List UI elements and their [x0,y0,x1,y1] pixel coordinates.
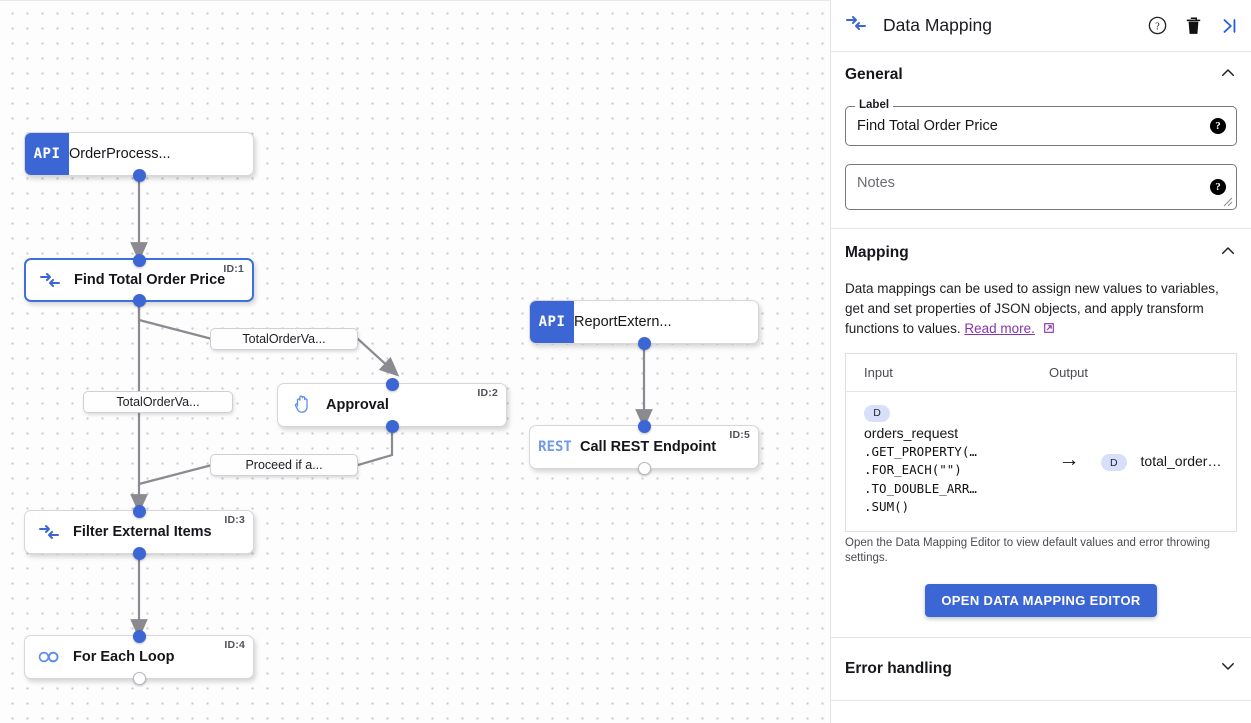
help-icon[interactable]: ? [1147,15,1168,36]
data-mapping-icon [845,14,867,37]
node-label: Find Total Order Price [74,272,226,288]
output-type-badge: D [1100,454,1127,471]
collapse-panel-icon[interactable] [1219,16,1239,36]
label-field-legend: Label [855,99,894,111]
node-port-bottom[interactable] [132,546,146,560]
input-expression: .GET_PROPERTY(… .FOR_EACH("") .TO_DOUBLE… [864,443,1041,517]
error-handling-section: Error handling [831,638,1251,700]
label-field-value: Find Total Order Price [857,118,998,134]
general-section: General Label Find Total Order Price ? N… [831,52,1251,228]
mapping-section-header[interactable]: Mapping [845,229,1237,277]
node-id-tag: ID:3 [224,514,245,526]
node-port-bottom[interactable] [132,168,146,182]
mapping-output-cell: → D total_order… [1041,392,1237,532]
section-divider-1 [831,228,1251,229]
node-port-top[interactable] [385,377,399,391]
notes-field[interactable]: Notes ? [845,164,1237,210]
node-id-tag: ID:5 [729,429,750,441]
output-variable-name: total_order… [1140,452,1222,469]
column-header-output: Output [1041,353,1237,392]
flow-node-filter-external-items[interactable]: Filter External Items ID:3 [24,504,254,560]
properties-panel: Data Mapping ? [830,0,1251,723]
node-label: ReportExtern... [574,314,672,330]
flow-node-for-each-loop[interactable]: For Each Loop ID:4 [24,629,254,685]
data-mapping-icon [25,523,73,541]
general-section-title: General [845,66,903,83]
delete-icon[interactable] [1184,16,1203,36]
edge-label[interactable]: TotalOrderVa... [210,328,358,350]
edge-layer [130,177,653,639]
node-label: Call REST Endpoint [580,439,717,455]
loop-infinity-icon [25,648,73,666]
node-port-bottom[interactable] [385,419,399,433]
expr-line: .GET_PROPERTY(… [864,443,977,459]
rest-badge: REST [538,439,572,455]
error-handling-section-title: Error handling [845,659,952,677]
mapping-description-text: Data mappings can be used to assign new … [845,281,1219,336]
mapping-input-cell: D orders_request .GET_PROPERTY(… .FOR_EA… [846,392,1042,532]
edge-n2-trunk [138,428,394,486]
error-handling-section-header[interactable]: Error handling [845,638,1237,700]
mapping-table-header-row: Input Output [845,353,1237,392]
panel-header: Data Mapping ? [831,0,1251,52]
edge-label[interactable]: TotalOrderVa... [83,391,233,413]
node-label: Approval [326,397,389,413]
api-badge: API [530,301,574,343]
column-header-input: Input [845,353,1041,392]
node-port-top[interactable] [132,253,146,267]
input-variable-name: orders_request [864,424,959,441]
edge-label[interactable]: Proceed if a... [210,454,358,476]
mapping-arrow-icon: → [1058,447,1080,471]
mapping-hint: Open the Data Mapping Editor to view def… [845,536,1211,564]
api-badge: API [25,133,69,175]
node-id-tag: ID:4 [224,639,245,651]
node-port-bottom[interactable] [132,293,146,307]
expr-line: .TO_DOUBLE_ARR… [864,480,977,496]
mapping-description: Data mappings can be used to assign new … [845,279,1237,339]
hand-approval-icon [278,393,326,417]
label-help-icon[interactable]: ? [1210,118,1226,134]
node-label: Filter External Items [73,524,212,540]
node-port-top[interactable] [132,629,146,643]
node-id-tag: ID:1 [223,263,244,275]
mapping-section-title: Mapping [845,244,909,261]
node-port-bottom[interactable] [637,336,651,350]
label-field[interactable]: Label Find Total Order Price ? [845,99,1237,146]
data-mapping-icon [26,271,74,289]
read-more-link[interactable]: Read more. [964,321,1035,336]
resize-handle[interactable] [1223,197,1233,207]
notes-help-icon[interactable]: ? [1210,179,1226,195]
expr-line: .FOR_EACH("") [864,462,962,477]
flow-node-call-rest-endpoint[interactable]: REST Call REST Endpoint ID:5 [529,419,759,475]
flow-node-approval[interactable]: Approval ID:2 [277,377,507,433]
node-port-top[interactable] [637,419,651,433]
panel-title: Data Mapping [883,15,992,35]
node-label: OrderProcess... [69,146,171,162]
section-divider-3 [831,699,1251,701]
open-data-mapping-editor-button[interactable]: OPEN DATA MAPPING EDITOR [925,583,1157,617]
section-divider-2 [831,636,1251,638]
node-port-bottom[interactable] [132,671,146,685]
input-type-badge: D [864,404,890,422]
notes-placeholder: Notes [857,175,895,191]
chevron-up-icon[interactable] [1219,64,1237,87]
node-id-tag: ID:2 [477,387,498,399]
node-label: For Each Loop [73,649,175,665]
mapping-table-body: D orders_request .GET_PROPERTY(… .FOR_EA… [846,392,1237,532]
chevron-down-icon[interactable] [1219,657,1237,680]
table-row[interactable]: D orders_request .GET_PROPERTY(… .FOR_EA… [846,392,1237,532]
svg-text:?: ? [1155,21,1160,32]
general-section-header[interactable]: General [845,52,1237,98]
node-port-top[interactable] [132,504,146,518]
external-link-icon[interactable] [1039,321,1055,336]
mapping-section: Mapping Data mappings can be used to ass… [831,229,1251,637]
node-port-bottom[interactable] [637,461,651,475]
expr-line: .SUM() [864,499,910,514]
chevron-up-icon[interactable] [1219,242,1237,265]
mapping-table: Input Output D orders_request .GET_PROPE… [845,353,1237,532]
